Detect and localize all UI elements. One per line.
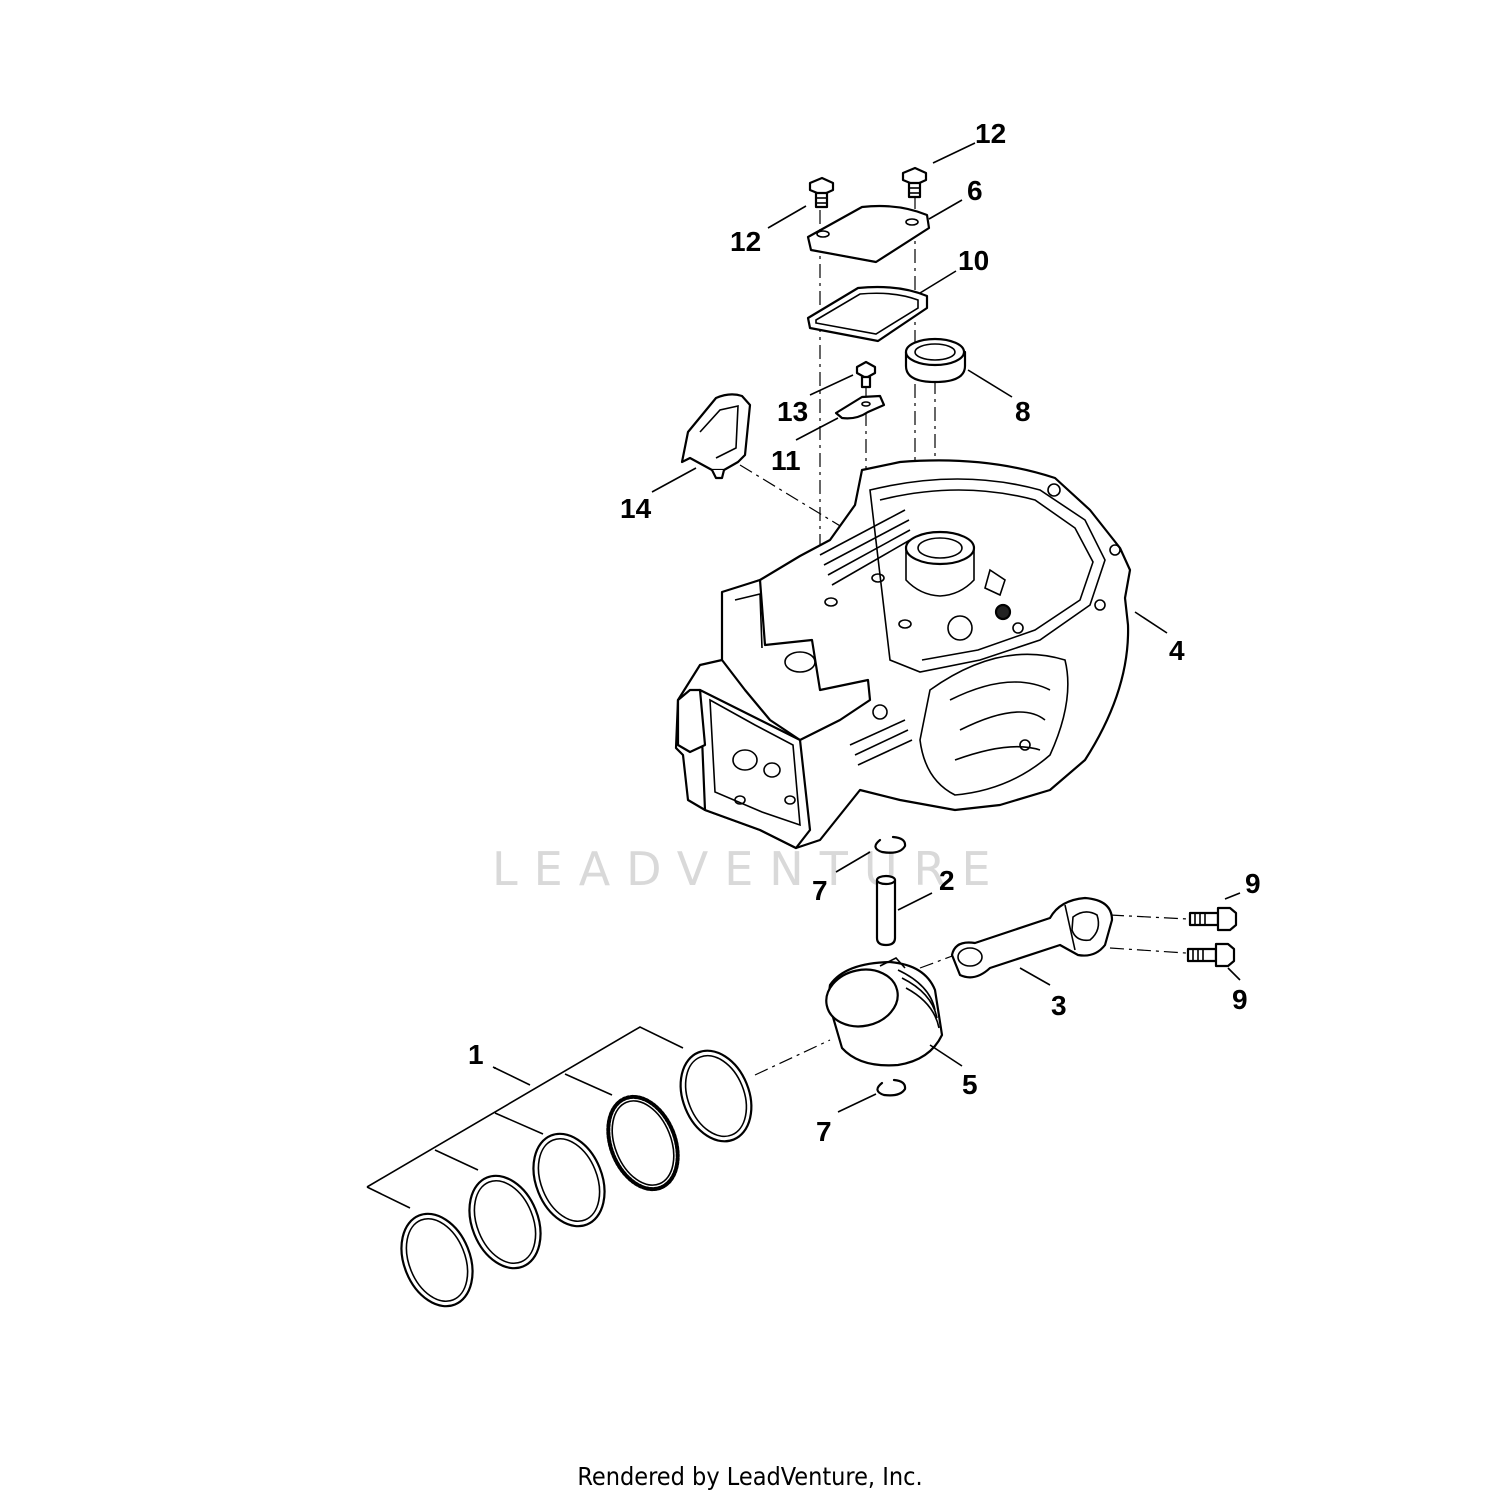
callout-leader-lines <box>494 142 1241 1113</box>
gasket-10[interactable] <box>806 285 929 343</box>
ring-set-bracket <box>366 1026 684 1209</box>
bolt-12-left[interactable] <box>808 176 835 209</box>
callout-3: 3 <box>1051 990 1067 1021</box>
piston-ring-top[interactable] <box>668 1040 764 1152</box>
breather-cover-14[interactable] <box>680 393 752 480</box>
crankcase-4[interactable] <box>674 459 1132 850</box>
piston-ring-rail-upper[interactable] <box>456 1165 553 1279</box>
callout-10: 10 <box>958 245 989 276</box>
oil-seal-8[interactable] <box>904 337 967 384</box>
clip-11[interactable] <box>834 394 886 420</box>
rod-bolt-9-upper[interactable] <box>1188 906 1238 932</box>
callout-8: 8 <box>1015 396 1031 427</box>
callout-9-upper: 9 <box>1245 868 1261 899</box>
bolt-12-right[interactable] <box>901 166 928 199</box>
callout-7-lower: 7 <box>816 1116 832 1147</box>
piston-ring-second[interactable] <box>520 1123 617 1237</box>
circlip-7-lower[interactable] <box>876 1078 907 1097</box>
callout-1: 1 <box>468 1039 484 1070</box>
callout-11: 11 <box>771 445 801 476</box>
piston-pin-2[interactable] <box>875 874 897 947</box>
callout-5: 5 <box>962 1069 978 1100</box>
piston-ring-rail-lower[interactable] <box>388 1203 485 1317</box>
callout-6: 6 <box>967 175 983 206</box>
piston-5[interactable] <box>821 957 944 1067</box>
piston-ring-set-1[interactable] <box>366 1026 764 1317</box>
callout-12-lower: 12 <box>730 226 761 257</box>
footer-credit: Rendered by LeadVenture, Inc. <box>577 1462 923 1491</box>
rod-bolt-9-lower[interactable] <box>1186 942 1236 968</box>
callout-12-upper: 12 <box>975 118 1006 149</box>
callout-7-upper: 7 <box>812 875 828 906</box>
callout-9-lower: 9 <box>1232 984 1248 1015</box>
watermark-text: LEADVENTURE <box>492 842 1007 896</box>
callout-4: 4 <box>1169 635 1185 666</box>
callout-14: 14 <box>620 493 652 524</box>
connecting-rod-3[interactable] <box>950 896 1114 979</box>
cover-plate-6[interactable] <box>806 204 931 264</box>
circlip-7-upper[interactable] <box>874 835 907 854</box>
screw-13[interactable] <box>855 360 877 389</box>
callout-13: 13 <box>777 396 808 427</box>
callout-2: 2 <box>939 865 955 896</box>
callout-labels: 1 2 3 4 5 6 7 7 8 9 9 10 11 12 12 13 14 <box>468 118 1261 1147</box>
piston-ring-oil-expander[interactable] <box>595 1087 690 1200</box>
